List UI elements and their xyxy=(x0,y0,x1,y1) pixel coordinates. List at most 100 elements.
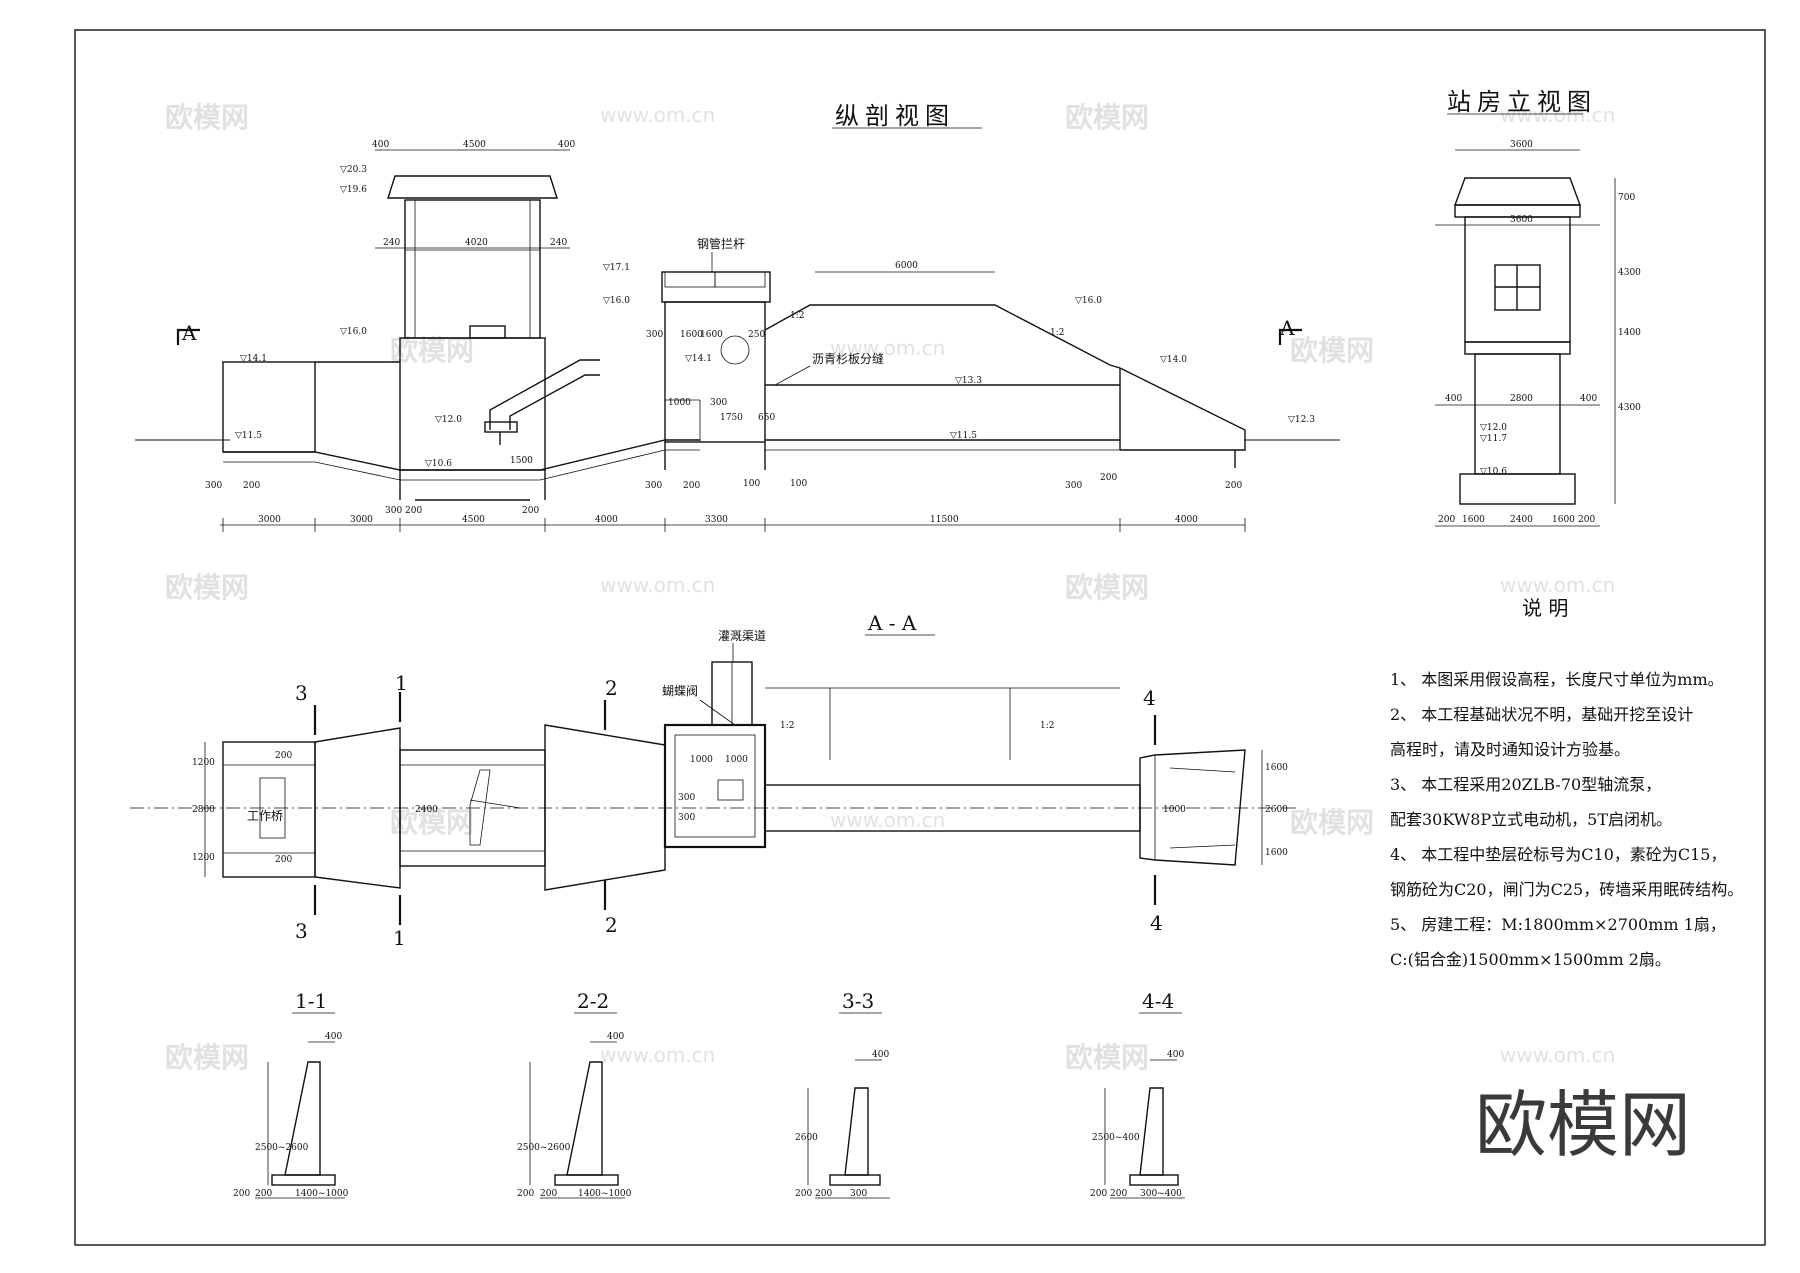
dim-label: 200 xyxy=(275,751,292,761)
dim-label: 300 xyxy=(205,481,222,491)
dim-label: 1200 xyxy=(192,758,215,768)
dim-label: 1400~1000 xyxy=(578,1189,632,1199)
watermark-url: www.om.cn xyxy=(1500,573,1615,597)
dim-label: 300 xyxy=(1065,481,1082,491)
label-bridge: 工作桥 xyxy=(247,809,283,823)
elev-mark: ▽11.7 xyxy=(1480,434,1507,444)
dim-label: 4500 xyxy=(462,515,485,525)
elev-mark: ▽10.6 xyxy=(1480,467,1507,477)
elev-mark: ▽16.0 xyxy=(340,327,367,337)
dim-label: 200 xyxy=(243,481,260,491)
label-valve: 蝴蝶阀 xyxy=(662,683,698,698)
dim-label: 1200 xyxy=(192,853,215,863)
dim-label: 4000 xyxy=(1175,515,1198,525)
dim-label: 4300 xyxy=(1618,403,1641,413)
cut-mark-2: 2 xyxy=(605,676,618,700)
watermark-text: 欧模网 xyxy=(1065,1041,1149,1074)
dim-label: 2600 xyxy=(795,1133,818,1143)
section-title: 4-4 xyxy=(1142,989,1174,1013)
dim-label: 6000 xyxy=(895,261,918,271)
dim-label: 2800 xyxy=(192,805,215,815)
label-slope: 1:2 xyxy=(790,311,804,321)
dim-label: 1600 xyxy=(700,330,723,340)
dim-label: 400 xyxy=(872,1050,889,1060)
title-longitudinal: 纵剖视图 xyxy=(835,102,955,130)
dim-label: 1600 xyxy=(1265,848,1288,858)
dim-label: 400 xyxy=(1445,394,1462,404)
watermark-url: www.om.cn xyxy=(830,808,945,832)
cut-mark-4: 4 xyxy=(1150,911,1163,935)
dim-label: 2500~400 xyxy=(1092,1133,1140,1143)
watermark-url: www.om.cn xyxy=(1500,103,1615,127)
dim-label: 200 xyxy=(1438,515,1455,525)
station-lower xyxy=(1474,353,1561,475)
label-rail: 钢管拦杆 xyxy=(697,236,745,251)
elev-mark: ▽16.0 xyxy=(1075,296,1102,306)
cut-mark-2: 2 xyxy=(605,913,618,937)
cut-mark-4: 4 xyxy=(1143,686,1156,710)
note-line: 1、 本图采用假设高程，长度尺寸单位为mm。 xyxy=(1390,670,1724,689)
watermark-url: www.om.cn xyxy=(830,336,945,360)
section-title: 2-2 xyxy=(577,989,609,1013)
dim-label: 200 xyxy=(405,506,422,516)
dim-label: 1000 xyxy=(725,755,748,765)
plan-outlet-flare xyxy=(1139,749,1246,866)
label-channel: 灌溉渠道 xyxy=(718,629,766,643)
dim-label: 100 xyxy=(790,479,807,489)
watermark-url: www.om.cn xyxy=(600,103,715,127)
dim-label: 1600 xyxy=(1552,515,1575,525)
dim-label: 1000 xyxy=(668,398,691,408)
pump-pipe xyxy=(489,359,600,430)
label-slope: 1:2 xyxy=(780,721,794,731)
title-elevation: 站房立视图 xyxy=(1447,88,1597,116)
dim-label: 1750 xyxy=(720,413,743,423)
watermark-text: 欧模网 xyxy=(390,806,474,839)
section-title: 3-3 xyxy=(842,989,874,1013)
dim-label: 300 xyxy=(385,506,402,516)
plan-outlet-house xyxy=(663,723,767,849)
sheet-border xyxy=(74,29,1766,1246)
note-line: 3、 本工程采用20ZLB-70型轴流泵， xyxy=(1390,775,1661,794)
elev-mark: ▽11.5 xyxy=(950,431,977,441)
dim-label: 3000 xyxy=(258,515,281,525)
dim-label: 300 xyxy=(678,793,695,803)
watermark-text: 欧模网 xyxy=(1065,571,1149,604)
elev-mark: ▽19.6 xyxy=(340,185,367,195)
dim-label: 4300 xyxy=(1618,268,1641,278)
title-notes: 说 明 xyxy=(1522,596,1568,620)
dim-label: 200 xyxy=(233,1189,250,1199)
cut-mark-3: 3 xyxy=(295,681,308,705)
elev-mark: ▽12.0 xyxy=(435,415,462,425)
dim-label: 650 xyxy=(758,413,775,423)
plan-flare-2 xyxy=(544,724,666,891)
watermark-text: 欧模网 xyxy=(390,334,474,367)
label-joint: 沥青杉板分缝 xyxy=(812,351,884,366)
cut-mark-1: 1 xyxy=(393,926,406,950)
elev-mark: ▽14.1 xyxy=(685,354,712,364)
dim-label: 240 xyxy=(550,238,567,248)
dim-label: 300~400 xyxy=(1140,1189,1182,1199)
note-line: 高程时，请及时通知设计方验基。 xyxy=(1390,740,1630,759)
section-3-3: 3-3 400 2600 200 300 200 xyxy=(795,989,890,1199)
note-line: 2、 本工程基础状况不明，基础开挖至设计 xyxy=(1390,705,1693,724)
dim-label: 2500~2600 xyxy=(517,1143,571,1153)
dim-label: 200 xyxy=(1100,473,1117,483)
watermark-text: 欧模网 xyxy=(165,101,249,134)
station-roof xyxy=(1453,177,1582,206)
elev-mark: ▽14.1 xyxy=(240,354,267,364)
title-plan: A - A xyxy=(867,611,917,635)
dim-label: 2400 xyxy=(1510,515,1533,525)
dim-label: 100 xyxy=(743,479,760,489)
section-mark-a: A xyxy=(181,321,197,345)
dim-label: 1500 xyxy=(510,456,533,466)
elev-mark: ▽14.0 xyxy=(1160,355,1187,365)
dim-label: 3300 xyxy=(705,515,728,525)
dim-label: 3000 xyxy=(350,515,373,525)
elev-mark: ▽11.5 xyxy=(235,431,262,441)
watermark-url: www.om.cn xyxy=(600,573,715,597)
dim-label: 200 xyxy=(1110,1189,1127,1199)
dim-label: 200 xyxy=(1225,481,1242,491)
embankment xyxy=(764,304,1121,369)
dim-label: 11500 xyxy=(930,515,959,525)
